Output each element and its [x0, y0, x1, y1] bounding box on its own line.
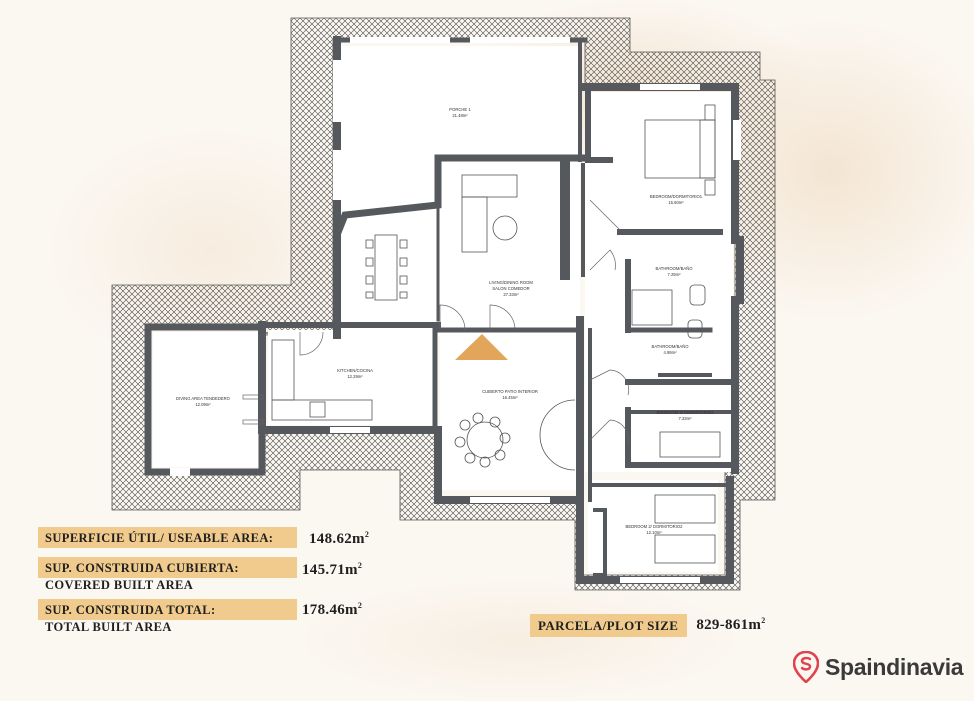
brand-logo: Spaindinavia — [793, 651, 964, 683]
useable-area-row: SUPERFICIE ÚTIL/ USEABLE AREA: 148.62m2 — [38, 527, 369, 548]
covered-area-sublabel: COVERED BUILT AREA — [45, 578, 194, 592]
label-kitchen-area: 12.29m² — [347, 374, 363, 379]
room-labels: PORCHE 1 21.48m² BEDROOM/DORMITORIO1 15.… — [176, 107, 714, 535]
label-bedroom2: BEDROOM 2/ DORMITORIO2 — [626, 524, 684, 529]
door-swings — [242, 199, 629, 446]
label-living-area: 27.33m² — [503, 292, 519, 297]
label-porche-area: 21.48m² — [452, 113, 468, 118]
label-kitchen: KITCHEN/COCINA — [337, 368, 373, 373]
label-bedroom2-area: 12.10m² — [646, 530, 662, 535]
label-patio: CUBIERTO PATIO INTERIOR — [482, 389, 538, 394]
furniture — [271, 104, 721, 564]
total-area-value: 178.46m2 — [302, 601, 363, 618]
entrance-marker — [455, 334, 508, 360]
label-bedroom3: BEDROOM 3/ DORMITORIO3 — [657, 410, 715, 415]
interior-floor — [153, 46, 733, 572]
label-garage-area: 12.09m² — [195, 402, 211, 407]
brand-name: Spaindinavia — [825, 653, 964, 680]
label-bath1: BATHROOM/BAÑO — [656, 266, 694, 271]
openings — [170, 37, 741, 583]
label-bedroom1: BEDROOM/DORMITORIO1 — [650, 194, 703, 199]
useable-area-label: SUPERFICIE ÚTIL/ USEABLE AREA: — [38, 527, 297, 548]
total-area-label: SUP. CONSTRUIDA TOTAL: — [38, 599, 297, 620]
location-pin-s-icon — [793, 651, 819, 683]
total-area-sublabel: TOTAL BUILT AREA — [45, 620, 172, 634]
covered-area-value: 145.71m2 — [302, 561, 363, 578]
total-area-row: SUP. CONSTRUIDA TOTAL: 178.46m2 — [38, 599, 362, 620]
label-bath2-area: 4.99m² — [663, 350, 677, 355]
label-porche: PORCHE 1 — [449, 107, 471, 112]
plot-size-value: 829-861m2 — [696, 616, 766, 633]
plot-size-label: PARCELA/PLOT SIZE — [530, 614, 688, 637]
useable-area-value: 148.62m2 — [309, 530, 370, 547]
label-garage: DIVING AREA TENDEDERO — [176, 396, 231, 401]
covered-area-row: SUP. CONSTRUIDA CUBIERTA: 145.71m2 — [38, 557, 362, 579]
covered-area-label: SUP. CONSTRUIDA CUBIERTA: — [38, 557, 297, 578]
label-bath1-area: 7.29m² — [667, 272, 681, 277]
label-living-2: SALON COMEDOR — [492, 286, 529, 291]
label-bath2: BATHROOM/BAÑO — [652, 344, 690, 349]
label-living: LIVING/DINING ROOM — [489, 280, 533, 285]
label-bedroom3-area: 7.33m² — [678, 416, 692, 421]
label-bedroom1-area: 15.60m² — [668, 200, 684, 205]
plot-size-row: PARCELA/PLOT SIZE 829-861m2 — [530, 614, 766, 637]
label-patio-area: 16.45m² — [502, 395, 518, 400]
